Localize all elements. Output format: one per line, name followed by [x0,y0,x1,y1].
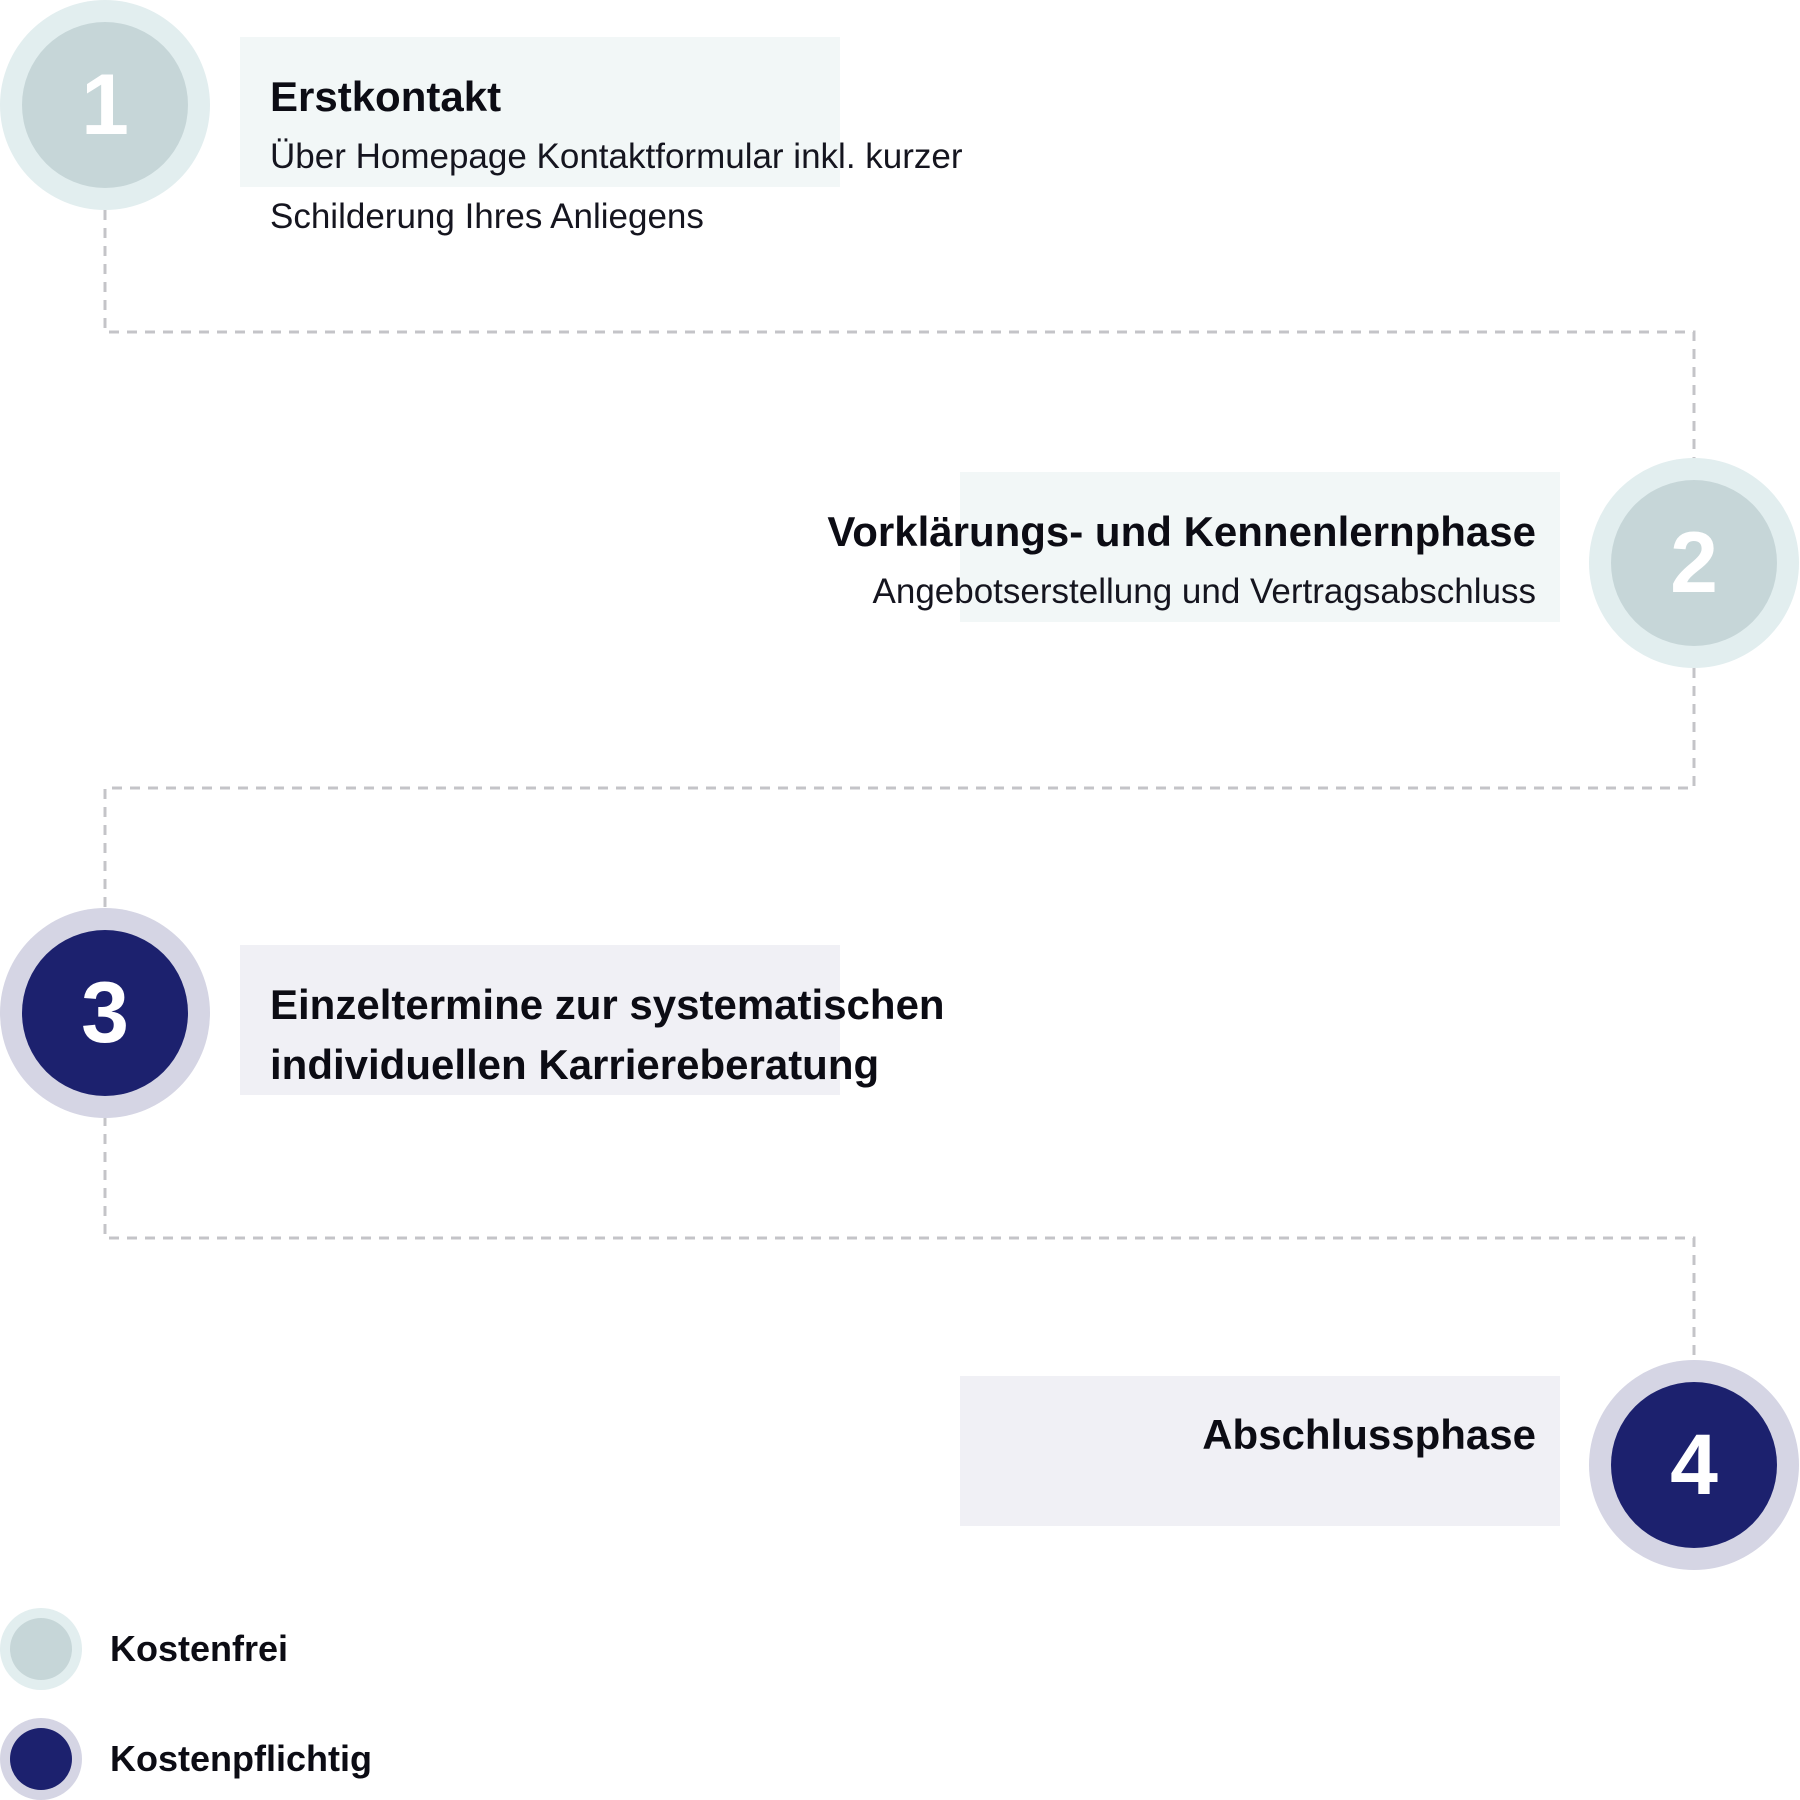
step-2-number: 2 [1611,480,1777,646]
step-3-card [240,945,840,1095]
legend-paid-label: Kostenpflichtig [110,1738,372,1779]
step-1-title: Erstkontakt [270,73,502,120]
step-3-title-line-1: Einzeltermine zur systematischen [270,981,945,1028]
step-1-number: 1 [22,22,188,188]
step-2-text: Vorklärungs- und Kennenlernphase Angebot… [636,502,1536,622]
connector-3-4 [103,1116,1696,1360]
step-4-card [960,1376,1560,1526]
step-1-text: Erstkontakt Über Homepage Kontaktformula… [270,67,963,247]
legend-paid-swatch [0,1718,82,1800]
connector-1-2 [103,210,1696,460]
step-3-circle: 3 [0,908,210,1118]
step-2-circle: 2 [1589,458,1799,668]
step-3-text: Einzeltermine zur systematischen individ… [270,975,945,1095]
step-2-card [960,472,1560,622]
legend-free-label: Kostenfrei [110,1628,289,1669]
step-2-description-line-1: Angebotserstellung und Vertragsabschluss [872,572,1536,611]
legend-item-paid: Kostenpflichtig [0,1718,372,1800]
step-4-circle: 4 [1589,1360,1799,1570]
step-3-title-line-2: individuellen Karriereberatung [270,1041,880,1088]
step-1-circle: 1 [0,0,210,210]
legend-item-free: Kostenfrei [0,1608,288,1690]
legend-free-swatch [0,1608,82,1690]
step-4-title: Abschlussphase [1202,1411,1536,1458]
step-1-description-line-2: Schilderung Ihres Anliegens [270,197,704,236]
step-2-title: Vorklärungs- und Kennenlernphase [827,508,1536,555]
step-1-description-line-1: Über Homepage Kontaktformular inkl. kurz… [270,137,963,176]
step-1-card [240,37,840,187]
step-4-number: 4 [1611,1382,1777,1548]
connector-2-3 [103,668,1696,908]
step-4-text: Abschlussphase [636,1405,1536,1465]
step-3-number: 3 [22,930,188,1096]
